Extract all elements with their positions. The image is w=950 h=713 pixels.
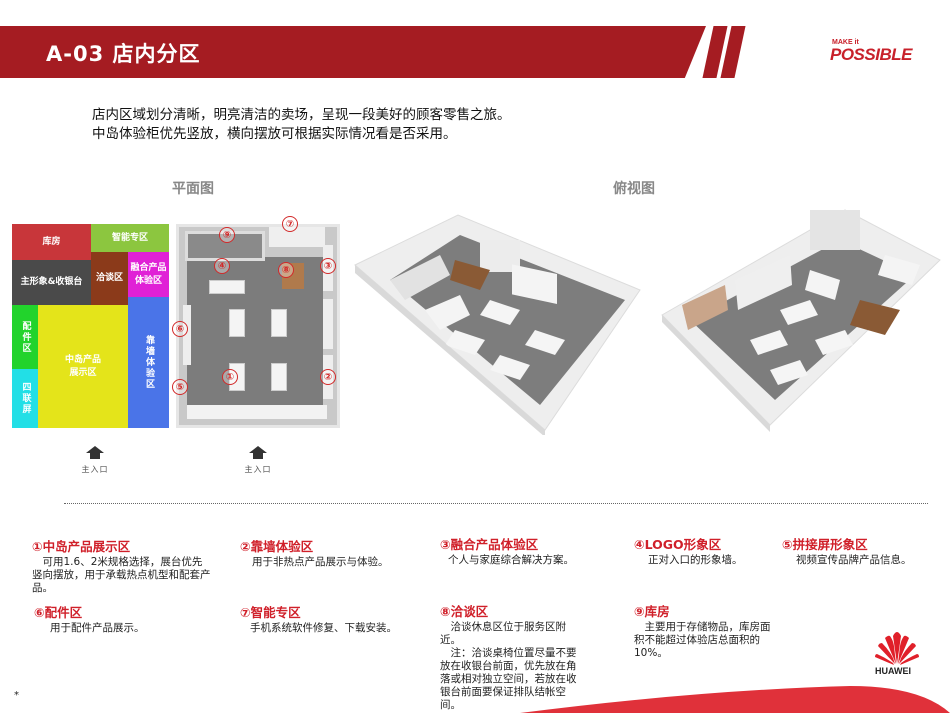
legend-title: ⑥配件区	[34, 605, 83, 620]
zone-island: 中岛产品展示区	[38, 305, 128, 428]
marker-2: ②	[320, 369, 336, 385]
legend-desc: 正对入口的形象墙。	[648, 554, 743, 566]
zone-storage: 库房	[12, 224, 91, 260]
zone-map: 库房 智能专区 主形象&收银台 洽谈区 融合产品体验区 配件区 中岛产品展示区 …	[12, 224, 169, 428]
legend-title: ⑧洽谈区	[440, 604, 489, 619]
perspective-render-2	[661, 209, 941, 432]
island-table	[229, 309, 245, 337]
legend-desc: 用于配件产品展示。	[50, 622, 145, 634]
zone-fusion: 融合产品体验区	[128, 252, 169, 297]
page-title: A-03 店内分区	[46, 42, 201, 66]
cashier-counter	[209, 280, 245, 294]
entrance-indicator: 主入口	[238, 446, 278, 475]
island-table	[271, 309, 287, 337]
marker-4: ④	[214, 258, 230, 274]
intro-line-2: 中岛体验柜优先竖放，横向摆放可根据实际情况看是否采用。	[92, 126, 457, 142]
overview-label: 俯视图	[613, 181, 655, 197]
legend-desc: 视频宣传品牌产品信息。	[796, 554, 912, 566]
legend-title: ⑨库房	[634, 604, 670, 619]
marker-8: ⑧	[278, 262, 294, 278]
legend-item-8: ⑧洽谈区 洽谈休息区位于服务区附近。 注：洽谈桌椅位置尽量不要放在收银台前面，优…	[440, 601, 582, 712]
legend-item-6: ⑥配件区 用于配件产品展示。	[34, 602, 214, 635]
footer-note-mark: *	[14, 690, 19, 701]
island-table	[271, 363, 287, 391]
perspective-render-1	[354, 214, 641, 435]
legend-title: ⑦智能专区	[240, 605, 301, 620]
section-divider	[64, 503, 928, 504]
brand-slogan-top: MAKE it	[832, 39, 859, 46]
legend-desc: 手机系统软件修复、下载安装。	[250, 622, 397, 634]
arrow-up-icon	[249, 446, 267, 453]
legend-title: ①中岛产品展示区	[32, 539, 131, 554]
legend-desc: 个人与家庭综合解决方案。	[448, 554, 574, 566]
legend-title: ③融合产品体验区	[440, 537, 539, 552]
huawei-logo-icon	[875, 632, 919, 665]
legend-desc: 用于非热点产品展示与体验。	[252, 556, 389, 568]
legend-title: ②靠墙体验区	[240, 539, 314, 554]
huawei-logo-text: HUAWEI	[875, 666, 911, 676]
legend-item-5: ⑤拼接屏形象区 视频宣传品牌产品信息。	[782, 534, 942, 567]
marker-9: ⑨	[219, 227, 235, 243]
legend-desc: 主要用于存储物品，库房面积不能超过体验店总面积的10%。	[634, 621, 771, 659]
marker-3: ③	[320, 258, 336, 274]
legend-item-2: ②靠墙体验区 用于非热点产品展示与体验。	[240, 536, 420, 569]
zone-accessories: 配件区	[12, 305, 38, 369]
marker-6: ⑥	[172, 321, 188, 337]
legend-title: ⑤拼接屏形象区	[782, 537, 868, 552]
arrow-up-icon	[86, 446, 104, 453]
marker-7: ⑦	[282, 216, 298, 232]
legend-title: ④LOGO形象区	[634, 537, 722, 552]
marker-5: ⑤	[172, 379, 188, 395]
intro-text: 店内区域划分清晰，明亮清洁的卖场，呈现一段美好的顾客零售之旅。 中岛体验柜优先竖…	[92, 106, 511, 144]
legend-item-4: ④LOGO形象区 正对入口的形象墙。	[634, 534, 774, 567]
intro-line-1: 店内区域划分清晰，明亮清洁的卖场，呈现一段美好的顾客零售之旅。	[92, 107, 511, 123]
legend-item-7: ⑦智能专区 手机系统软件修复、下载安装。	[240, 602, 430, 635]
zone-quad-screen: 四联屏	[12, 369, 38, 428]
zone-negotiation: 洽谈区	[91, 252, 128, 305]
zone-island-label: 中岛产品展示区	[64, 354, 101, 378]
legend-item-9: ⑨库房 主要用于存储物品，库房面积不能超过体验店总面积的10%。	[634, 601, 774, 660]
floor-plan	[176, 224, 340, 428]
zone-wall: 靠墙体验区	[128, 297, 169, 428]
footer-wave	[520, 686, 950, 713]
plan-label: 平面图	[172, 181, 214, 197]
marker-1: ①	[222, 369, 238, 385]
legend-item-1: ①中岛产品展示区 可用1.6、2米规格选择，展台优先竖向摆放，用于承载热点机型和…	[32, 536, 212, 595]
legend-desc: 可用1.6、2米规格选择，展台优先竖向摆放，用于承载热点机型和配套产品。	[32, 556, 211, 594]
header-bar	[0, 26, 706, 78]
legend-desc: 洽谈休息区位于服务区附近。 注：洽谈桌椅位置尽量不要放在收银台前面，优先放在角落…	[440, 621, 577, 711]
entrance-indicator: 主入口	[75, 446, 115, 475]
zone-main-image-cashier: 主形象&收银台	[12, 260, 91, 305]
zone-smart: 智能专区	[91, 224, 169, 252]
brand-slogan: POSSIBLE	[830, 45, 912, 64]
legend-item-3: ③融合产品体验区 个人与家庭综合解决方案。	[440, 534, 620, 567]
